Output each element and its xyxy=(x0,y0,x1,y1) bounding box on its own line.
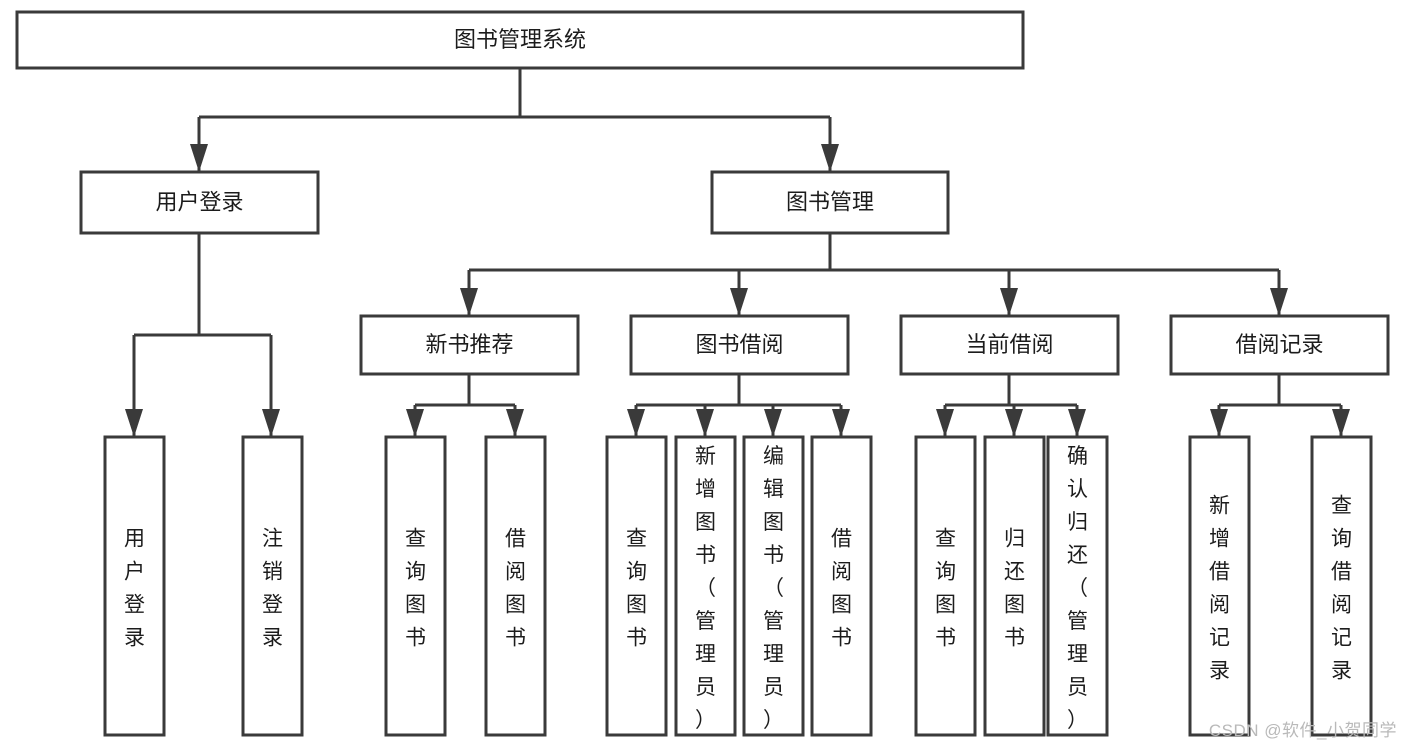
node-box-borrow-record[interactable] xyxy=(1169,314,1390,376)
node-box-leaf-borrow-book[interactable] xyxy=(810,435,873,737)
node-book-borrow[interactable]: 图书借阅 xyxy=(629,314,850,376)
node-box-book-borrow[interactable] xyxy=(629,314,850,376)
node-current-borrow[interactable]: 当前借阅 xyxy=(899,314,1120,376)
node-box-new-book-recommend[interactable] xyxy=(359,314,580,376)
node-label-leaf-query-record: 查询借阅记录 xyxy=(1331,495,1352,683)
node-label-leaf-add-book: 新增图书（管理员） xyxy=(695,445,716,732)
level3-3-arrow-0 xyxy=(1210,409,1228,437)
node-label-root: 图书管理系统 xyxy=(454,27,586,52)
node-box-leaf-query-book-rec[interactable] xyxy=(384,435,447,737)
node-label-leaf-query-book-borrow: 查询图书 xyxy=(626,528,647,650)
node-leaf-edit-book[interactable]: 编辑图书（管理员） xyxy=(742,435,805,737)
book-manage-arrow-2 xyxy=(1000,288,1018,316)
node-label-leaf-edit-book: 编辑图书（管理员） xyxy=(763,445,784,732)
node-borrow-record[interactable]: 借阅记录 xyxy=(1169,314,1390,376)
user-login-arrow-0 xyxy=(125,409,143,437)
node-book-manage[interactable]: 图书管理 xyxy=(710,170,950,235)
node-label-leaf-borrow-book-rec: 借阅图书 xyxy=(505,528,526,650)
node-box-leaf-return-book[interactable] xyxy=(983,435,1046,737)
node-label-leaf-confirm-return: 确认归还（管理员） xyxy=(1067,445,1088,732)
node-box-leaf-user-logout[interactable] xyxy=(241,435,304,737)
node-leaf-user-login[interactable]: 用户登录 xyxy=(103,435,166,737)
level3-0-arrow-1 xyxy=(506,409,524,437)
book-manage-arrow-1 xyxy=(730,288,748,316)
user-login-arrow-1 xyxy=(262,409,280,437)
node-leaf-query-book-borrow[interactable]: 查询图书 xyxy=(605,435,668,737)
node-box-root[interactable] xyxy=(15,10,1025,70)
level3-0-arrow-0 xyxy=(406,409,424,437)
book-manage-arrow-0 xyxy=(460,288,478,316)
level3-3-arrow-1 xyxy=(1332,409,1350,437)
node-box-leaf-user-login[interactable] xyxy=(103,435,166,737)
node-box-leaf-add-book[interactable] xyxy=(674,435,737,737)
node-box-current-borrow[interactable] xyxy=(899,314,1120,376)
node-leaf-return-book[interactable]: 归还图书 xyxy=(983,435,1046,737)
nodes-layer: 图书管理系统用户登录图书管理新书推荐图书借阅当前借阅借阅记录用户登录注销登录查询… xyxy=(15,10,1390,737)
book-manage-arrow-3 xyxy=(1270,288,1288,316)
level3-2-arrow-0 xyxy=(936,409,954,437)
level3-1-arrow-0 xyxy=(627,409,645,437)
node-box-leaf-add-record[interactable] xyxy=(1188,435,1251,737)
node-user-login[interactable]: 用户登录 xyxy=(79,170,320,235)
node-label-book-manage: 图书管理 xyxy=(786,189,874,214)
node-leaf-add-book[interactable]: 新增图书（管理员） xyxy=(674,435,737,737)
node-leaf-query-book-cur[interactable]: 查询图书 xyxy=(914,435,977,737)
node-label-leaf-user-login: 用户登录 xyxy=(124,528,145,650)
node-leaf-add-record[interactable]: 新增借阅记录 xyxy=(1188,435,1251,737)
level3-1-arrow-1 xyxy=(696,409,714,437)
node-box-leaf-edit-book[interactable] xyxy=(742,435,805,737)
node-leaf-borrow-book-rec[interactable]: 借阅图书 xyxy=(484,435,547,737)
node-label-leaf-query-book-rec: 查询图书 xyxy=(405,528,426,650)
connectors-layer xyxy=(125,68,1350,437)
node-box-leaf-borrow-book-rec[interactable] xyxy=(484,435,547,737)
node-new-book-recommend[interactable]: 新书推荐 xyxy=(359,314,580,376)
level3-2-arrow-2 xyxy=(1068,409,1086,437)
level3-2-arrow-1 xyxy=(1005,409,1023,437)
node-label-book-borrow: 图书借阅 xyxy=(695,332,783,357)
node-label-new-book-recommend: 新书推荐 xyxy=(425,332,513,357)
node-box-book-manage[interactable] xyxy=(710,170,950,235)
node-label-user-login: 用户登录 xyxy=(155,189,243,214)
node-box-leaf-query-record[interactable] xyxy=(1310,435,1373,737)
node-box-leaf-confirm-return[interactable] xyxy=(1046,435,1109,737)
node-box-user-login[interactable] xyxy=(79,170,320,235)
node-label-borrow-record: 借阅记录 xyxy=(1235,332,1323,357)
node-leaf-borrow-book[interactable]: 借阅图书 xyxy=(810,435,873,737)
root-arrow-1 xyxy=(821,144,839,172)
node-root[interactable]: 图书管理系统 xyxy=(15,10,1025,70)
node-label-current-borrow: 当前借阅 xyxy=(965,332,1053,357)
node-box-leaf-query-book-borrow[interactable] xyxy=(605,435,668,737)
node-label-leaf-borrow-book: 借阅图书 xyxy=(831,528,852,650)
node-leaf-query-book-rec[interactable]: 查询图书 xyxy=(384,435,447,737)
node-leaf-confirm-return[interactable]: 确认归还（管理员） xyxy=(1046,435,1109,737)
level3-1-arrow-3 xyxy=(832,409,850,437)
node-label-leaf-user-logout: 注销登录 xyxy=(262,528,283,650)
node-leaf-user-logout[interactable]: 注销登录 xyxy=(241,435,304,737)
node-label-leaf-add-record: 新增借阅记录 xyxy=(1209,495,1230,683)
node-label-leaf-query-book-cur: 查询图书 xyxy=(935,528,956,650)
node-label-leaf-return-book: 归还图书 xyxy=(1004,528,1025,650)
root-arrow-0 xyxy=(190,144,208,172)
node-leaf-query-record[interactable]: 查询借阅记录 xyxy=(1310,435,1373,737)
node-box-leaf-query-book-cur[interactable] xyxy=(914,435,977,737)
level3-1-arrow-2 xyxy=(764,409,782,437)
